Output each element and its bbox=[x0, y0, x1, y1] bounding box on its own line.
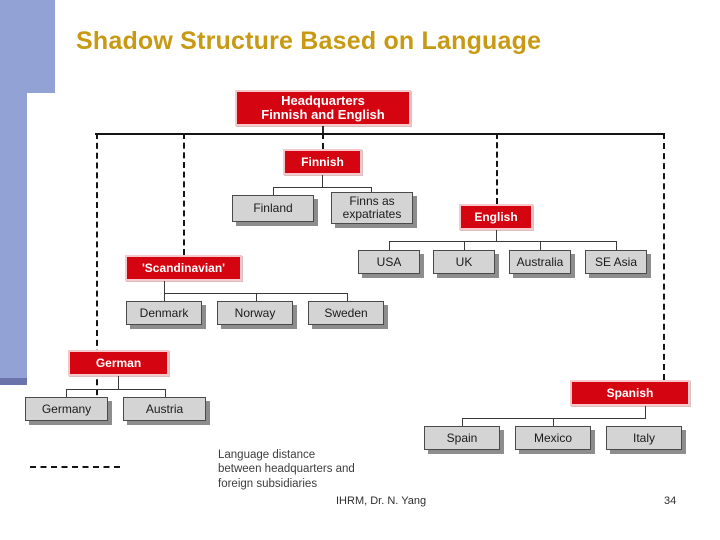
connector-finns-drop bbox=[371, 187, 372, 195]
node-spanish[interactable]: Spanish bbox=[570, 380, 690, 406]
node-finland[interactable]: Finland bbox=[232, 195, 314, 222]
node-norway[interactable]: Norway bbox=[217, 301, 293, 325]
legend-dashed-line-icon bbox=[30, 466, 120, 468]
node-scandinavian[interactable]: 'Scandinavian' bbox=[125, 255, 242, 281]
connector-austria-drop bbox=[165, 389, 166, 397]
node-austria[interactable]: Austria bbox=[123, 397, 206, 421]
node-finnish[interactable]: Finnish bbox=[283, 149, 362, 175]
node-denmark[interactable]: Denmark bbox=[126, 301, 202, 325]
node-usa[interactable]: USA bbox=[358, 250, 420, 274]
connector-denmark-drop bbox=[164, 293, 165, 301]
connector-usa-drop bbox=[389, 241, 390, 250]
page-title: Shadow Structure Based on Language bbox=[76, 27, 542, 55]
node-italy[interactable]: Italy bbox=[606, 426, 682, 450]
decorative-band-left bbox=[0, 93, 27, 378]
distance-line-finnish bbox=[322, 133, 324, 149]
connector-australia-drop bbox=[540, 241, 541, 250]
distance-line-scandinavian bbox=[183, 133, 185, 255]
connector-english-stem bbox=[496, 230, 497, 241]
legend: Language distance between headquarters a… bbox=[30, 449, 450, 492]
connector-english-bus bbox=[389, 241, 617, 242]
connector-spain-drop bbox=[462, 418, 463, 426]
connector-spanish-stem bbox=[645, 406, 646, 418]
node-se-asia[interactable]: SE Asia bbox=[585, 250, 647, 274]
node-sweden[interactable]: Sweden bbox=[308, 301, 384, 325]
decorative-band-footer bbox=[0, 378, 27, 385]
connector-scandinavian-stem bbox=[164, 281, 165, 293]
connector-finland-drop bbox=[273, 187, 274, 195]
distance-line-english bbox=[496, 133, 498, 204]
node-spain[interactable]: Spain bbox=[424, 426, 500, 450]
node-german[interactable]: German bbox=[68, 350, 169, 376]
node-uk[interactable]: UK bbox=[433, 250, 495, 274]
distance-frame-line bbox=[95, 133, 665, 135]
node-finns-as-expatriates[interactable]: Finns as expatriates bbox=[331, 192, 413, 224]
connector-german-stem bbox=[118, 376, 119, 389]
footer-course-note: IHRM, Dr. N. Yang bbox=[336, 495, 427, 507]
node-germany[interactable]: Germany bbox=[25, 397, 108, 421]
footer-page-number: 34 bbox=[664, 495, 677, 507]
node-headquarters[interactable]: Headquarters Finnish and English bbox=[235, 90, 411, 126]
connector-finnish-bus bbox=[273, 187, 372, 188]
org-chart-diagram: Headquarters Finnish and English Finnish… bbox=[0, 80, 720, 490]
connector-mexico-drop bbox=[553, 418, 554, 426]
node-english[interactable]: English bbox=[459, 204, 533, 230]
connector-finnish-stem bbox=[322, 175, 323, 187]
decorative-band-top bbox=[0, 0, 55, 93]
connector-hq-trunk bbox=[322, 126, 324, 134]
connector-norway-drop bbox=[256, 293, 257, 301]
legend-label: Language distance between headquarters a… bbox=[218, 449, 355, 490]
connector-german-bus bbox=[66, 389, 166, 390]
connector-spanish-bus bbox=[462, 418, 646, 419]
connector-seasia-drop bbox=[616, 241, 617, 250]
node-australia[interactable]: Australia bbox=[509, 250, 571, 274]
connector-germany-drop bbox=[66, 389, 67, 397]
connector-sweden-drop bbox=[347, 293, 348, 301]
connector-uk-drop bbox=[464, 241, 465, 250]
node-mexico[interactable]: Mexico bbox=[515, 426, 591, 450]
distance-line-german bbox=[96, 133, 98, 405]
distance-line-spanish bbox=[663, 133, 665, 380]
